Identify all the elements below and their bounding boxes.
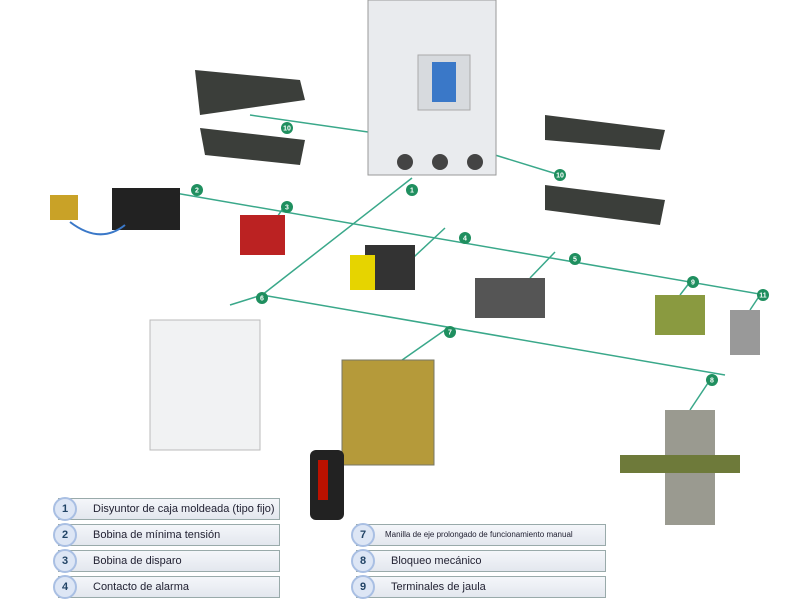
badge-9: 9	[687, 276, 699, 288]
legend-number: 1	[53, 497, 77, 521]
legend-item-4: 4 Contacto de alarma	[53, 575, 280, 599]
legend-number: 2	[53, 523, 77, 547]
molded-case-breaker	[367, 0, 497, 176]
legend-number: 3	[53, 549, 77, 573]
legend-label: Bloqueo mecánico	[391, 555, 482, 567]
badge-6: 6	[256, 292, 268, 304]
legend-number: 7	[351, 523, 375, 547]
legend-number: 9	[351, 575, 375, 599]
number-badges: 10 10 1 2 3 4 5 9 11 6 7 8	[191, 122, 769, 386]
svg-text:3: 3	[285, 205, 289, 212]
svg-text:6: 6	[260, 296, 264, 303]
badge-1: 1	[406, 184, 418, 196]
badge-4: 4	[459, 232, 471, 244]
legend-label: Contacto de alarma	[93, 581, 189, 593]
legend-item-8: 8 Bloqueo mecánico	[351, 549, 606, 573]
legend-item-2: 2 Bobina de mínima tensión	[53, 523, 280, 547]
badge-10b: 10	[554, 169, 566, 181]
badge-10: 10	[281, 122, 293, 134]
legend-item-3: 3 Bobina de disparo	[53, 549, 280, 573]
legend-item-1: 1 Disyuntor de caja moldeada (tipo fijo)	[53, 497, 280, 521]
alarm-contact-wires	[350, 255, 375, 290]
undervoltage-coil-image	[50, 195, 78, 220]
svg-text:8: 8	[710, 378, 714, 385]
badge-11: 11	[757, 289, 769, 301]
badge-2: 2	[191, 184, 203, 196]
legend-item-7: 7 Manilla de eje prolongado de funcionami…	[351, 523, 606, 547]
legend-label: Bobina de mínima tensión	[93, 529, 221, 541]
legend-label: Disyuntor de caja moldeada (tipo fijo)	[93, 503, 275, 515]
svg-text:10: 10	[556, 173, 564, 180]
svg-text:5: 5	[573, 257, 577, 264]
legend-label: Manilla de eje prolongado de funcionamie…	[385, 530, 573, 539]
cage-terminal-image	[655, 295, 705, 335]
svg-text:11: 11	[759, 293, 767, 300]
undervoltage-module-image	[112, 188, 180, 230]
badge-3: 3	[281, 201, 293, 213]
svg-text:9: 9	[691, 280, 695, 287]
svg-text:7: 7	[448, 330, 452, 337]
legend-number: 8	[351, 549, 375, 573]
aux-contact-image	[475, 278, 545, 318]
svg-text:1: 1	[410, 188, 414, 195]
phase-barriers	[195, 70, 665, 225]
extended-rotary-handle-image	[341, 359, 435, 466]
svg-text:10: 10	[283, 126, 291, 133]
svg-text:2: 2	[195, 188, 199, 195]
legend-label: Bobina de disparo	[93, 555, 182, 567]
coil-wire	[69, 221, 126, 236]
legend-label: Terminales de jaula	[391, 581, 486, 593]
svg-text:4: 4	[463, 236, 467, 243]
badge-8: 8	[706, 374, 718, 386]
terminal-plate-image	[730, 310, 760, 355]
motor-operator-image	[149, 319, 261, 451]
badge-7: 7	[444, 326, 456, 338]
shunt-trip-coil-image	[240, 215, 285, 255]
legend-number: 4	[53, 575, 77, 599]
badge-5: 5	[569, 253, 581, 265]
legend-item-9: 9 Terminales de jaula	[351, 575, 606, 599]
